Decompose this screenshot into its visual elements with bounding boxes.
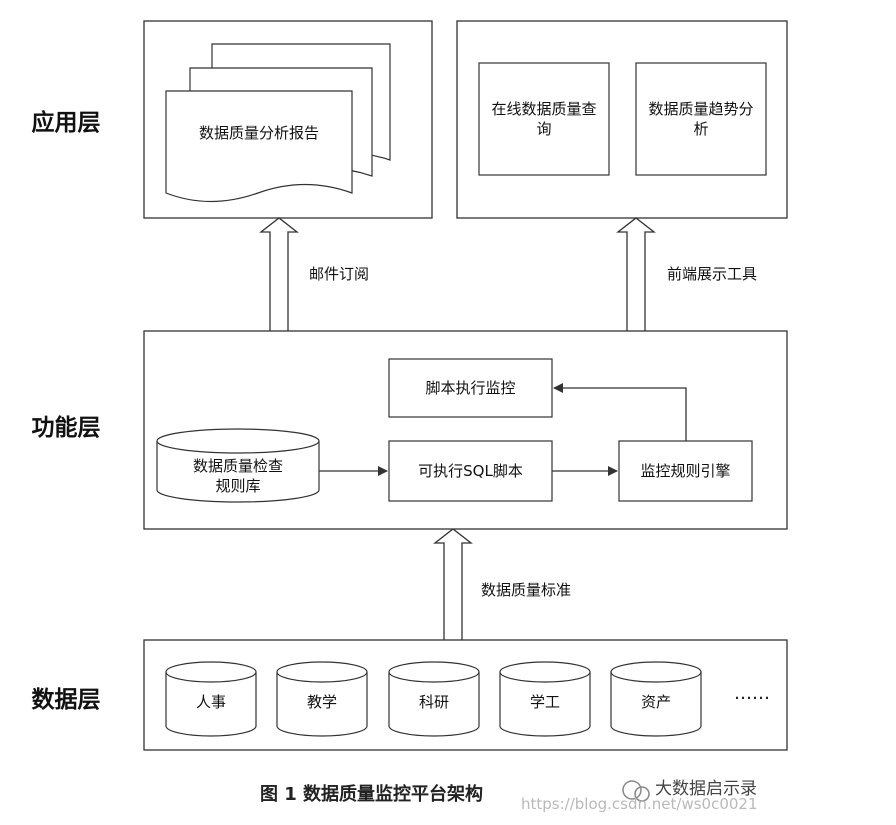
brand-label: 大数据启示录 xyxy=(655,778,757,799)
source-label: 学工 xyxy=(529,692,560,711)
engine-to-monitor-arrow xyxy=(553,383,687,441)
sql-script-label: 可执行SQL脚本 xyxy=(418,461,523,480)
mail-subscription-label: 邮件订阅 xyxy=(309,264,370,283)
script-monitor-box xyxy=(388,358,553,418)
source-cylinder xyxy=(388,661,480,737)
report-document-icon xyxy=(165,43,391,203)
trend-analysis-box xyxy=(635,62,767,176)
source-cylinder xyxy=(499,661,591,737)
online-query-label: 在线数据质量查询 xyxy=(491,99,597,138)
source-label: 资产 xyxy=(640,692,671,711)
source-cylinder xyxy=(610,661,702,737)
mail-subscription-arrow xyxy=(259,217,299,331)
data-layer-label: 数据层 xyxy=(31,687,101,714)
frontend-tool-label: 前端展示工具 xyxy=(667,264,758,283)
ellipsis-label: …… xyxy=(734,682,770,704)
script-monitor-label: 脚本执行监控 xyxy=(425,378,516,397)
frontend-tool-arrow xyxy=(616,217,656,331)
rule-db-cylinder xyxy=(156,428,320,503)
source-cylinder xyxy=(165,661,257,737)
trend-analysis-label: 数据质量趋势分析 xyxy=(648,99,754,138)
watermark-url: https://blog.csdn.net/ws0c0021 xyxy=(521,794,758,813)
application-layer-label: 应用层 xyxy=(31,110,101,137)
brand-logo-icon xyxy=(622,780,650,802)
function-layer-label: 功能层 xyxy=(31,415,101,442)
report-label: 数据质量分析报告 xyxy=(198,123,319,142)
sql-script-box xyxy=(388,440,553,502)
source-cylinder xyxy=(276,661,368,737)
rule-engine-box xyxy=(618,440,753,502)
rule-engine-label: 监控规则引擎 xyxy=(640,461,731,480)
rule-db-label: 数据质量检查规则库 xyxy=(192,456,283,495)
source-label: 人事 xyxy=(195,692,226,711)
source-label: 科研 xyxy=(418,692,449,711)
online-query-box xyxy=(478,62,610,176)
source-label: 教学 xyxy=(306,692,337,711)
quality-standard-label: 数据质量标准 xyxy=(481,580,572,599)
quality-standard-arrow xyxy=(433,528,473,640)
figure-caption: 图 1 数据质量监控平台架构 xyxy=(260,783,484,805)
